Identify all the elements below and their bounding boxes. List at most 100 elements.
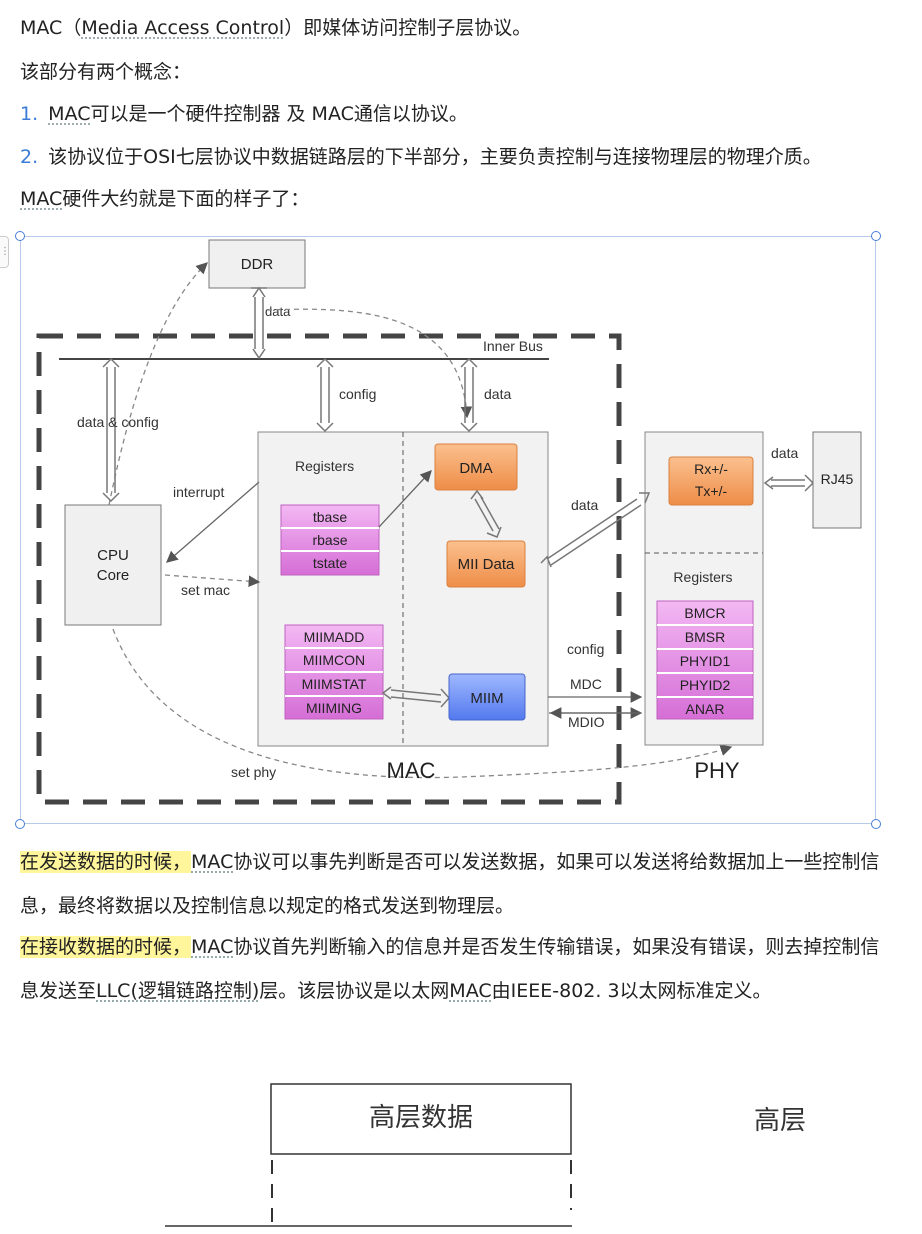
- dma-label: DMA: [459, 460, 492, 477]
- intro-text: MAC（: [20, 17, 82, 39]
- highlight-receive: 在接收数据的时候，: [20, 936, 192, 958]
- intro-line-5: MAC硬件大约就是下面的样子了：: [20, 185, 309, 213]
- reg-miiming: MIIMING: [306, 700, 362, 716]
- cpu-label-2: Core: [97, 567, 130, 584]
- llc-term-link[interactable]: LLC(逻辑链路控制): [96, 980, 260, 1002]
- mdc-label: MDC: [570, 676, 602, 692]
- rj45-data-label: data: [771, 445, 798, 461]
- higher-data-label: 高层数据: [369, 1103, 473, 1133]
- cpu-ddr-dashed: [108, 262, 208, 506]
- mac-term-link[interactable]: MAC: [449, 980, 492, 1002]
- rx-label: Rx+/-: [694, 461, 728, 477]
- reg-dma-arrow: [378, 470, 432, 528]
- cpu-core-box: [64, 504, 162, 626]
- interrupt-label: interrupt: [173, 484, 224, 500]
- reg-tbase: tbase: [313, 509, 347, 525]
- mac-diagram: Inner Bus DDR data data & config config …: [36, 239, 862, 805]
- reg-miimcon: MIIMCON: [303, 652, 365, 668]
- config-arrow: [316, 357, 334, 433]
- paragraph-text: 由IEEE-802. 3以太网标准定义。: [491, 980, 772, 1002]
- layer-diagram: 高层数据 高层: [165, 1083, 806, 1230]
- cpu-bus-arrow: [102, 357, 120, 503]
- resize-handle-bottom-left[interactable]: [15, 819, 25, 829]
- rj45-label: RJ45: [821, 471, 854, 487]
- miim-box: [448, 673, 526, 721]
- mac-registers-title: Registers: [295, 458, 354, 474]
- mii-phy-arrow: [540, 492, 651, 568]
- list-text: 该协议位于OSI七层协议中数据链路层的下半部分，主要负责控制与连接物理层的物理介…: [48, 146, 822, 168]
- phy-big-label: PHY: [694, 758, 740, 783]
- mac-outer-box: [36, 333, 622, 805]
- mac-term-link[interactable]: MAC: [20, 188, 63, 210]
- higher-data-box: [270, 1083, 572, 1155]
- reg-phyid2: PHYID2: [680, 677, 731, 693]
- mac-term-link[interactable]: MAC: [48, 103, 91, 125]
- reg-bmcr: BMCR: [684, 605, 725, 621]
- intro-text: ）即媒体访问控制子层协议。: [284, 17, 532, 39]
- higher-layer-label: 高层: [754, 1106, 806, 1136]
- list-text: 可以是一个硬件控制器 及 MAC通信以协议。: [90, 103, 468, 125]
- reg-miimadd: MIIMADD: [304, 629, 365, 645]
- ddr-data-label: data: [265, 304, 291, 319]
- ddr-label: DDR: [241, 256, 274, 273]
- dma-mii-arrow: [470, 489, 502, 538]
- mac-diagram-figure[interactable]: Inner Bus DDR data data & config config …: [15, 231, 881, 829]
- paragraph-receive: 在接收数据的时候，MAC协议首先判断输入的信息并是否发生传输错误，如果没有错误，…: [20, 925, 890, 1013]
- drag-handle-icon[interactable]: ⋮: [0, 236, 10, 268]
- set-phy-dashed: [112, 628, 733, 779]
- interrupt-arrow: [166, 481, 260, 563]
- rxtx-box: [668, 456, 754, 506]
- ddr-bus-arrow: [251, 286, 267, 360]
- resize-handle-top-left[interactable]: [15, 231, 25, 241]
- mac-term-link[interactable]: MAC: [191, 851, 234, 873]
- set-mac-dashed: [164, 574, 261, 588]
- reg-miimstat: MIIMSTAT: [302, 676, 367, 692]
- list-number: 2.: [20, 146, 39, 168]
- mac-term-link[interactable]: Media Access Control: [81, 17, 285, 39]
- list-item-1: 1. MAC可以是一个硬件控制器 及 MAC通信以协议。: [20, 100, 468, 128]
- phy-reg-stack: [656, 600, 754, 720]
- paragraph-text: 协议可以事先判断是否可以发送数据，如果可以发送将给数据加上一些控制信息，最终将数…: [20, 851, 880, 917]
- tx-label: Tx+/-: [695, 483, 728, 499]
- list-item-2: 2. 该协议位于OSI七层协议中数据链路层的下半部分，主要负责控制与连接物理层的物…: [20, 143, 822, 171]
- resize-handle-top-right[interactable]: [871, 231, 881, 241]
- cpu-label-1: CPU: [97, 547, 129, 564]
- miim-label: MIIM: [470, 690, 503, 707]
- paragraph-send: 在发送数据的时候，MAC协议可以事先判断是否可以发送数据，如果可以发送将给数据加…: [20, 840, 890, 928]
- intro-line-1: MAC（Media Access Control）即媒体访问控制子层协议。: [20, 14, 531, 42]
- phy-registers-title: Registers: [673, 569, 732, 585]
- paragraph-text: 协议首先判断输入的信息并是否发生传输错误，如果没有错误，则去掉控制信息发送至: [20, 936, 880, 1002]
- layer-figure: 高层数据 高层: [0, 1060, 922, 1230]
- data-config-label: data & config: [77, 414, 159, 430]
- mdio-label: MDIO: [568, 714, 605, 730]
- rj45-box: [812, 431, 862, 529]
- miim-reg-arrow: [381, 686, 451, 708]
- reg-rbase: rbase: [312, 532, 347, 548]
- reg-stack-1: [280, 504, 380, 576]
- dma-data-label: data: [484, 386, 511, 402]
- resize-handle-bottom-right[interactable]: [871, 819, 881, 829]
- dma-data-arrow: [460, 357, 478, 433]
- set-mac-label: set mac: [181, 582, 230, 598]
- set-phy-label: set phy: [231, 764, 276, 780]
- highlight-send: 在发送数据的时候，: [20, 851, 192, 873]
- ddr-box: [208, 239, 306, 289]
- phy-config-label: config: [567, 641, 604, 657]
- ddr-dma-dashed: [266, 308, 473, 419]
- config-label: config: [339, 386, 376, 402]
- reg-phyid1: PHYID1: [680, 653, 731, 669]
- mii-data-label: MII Data: [458, 556, 515, 573]
- mac-big-label: MAC: [387, 758, 436, 783]
- mac-term-link[interactable]: MAC: [191, 936, 234, 958]
- reg-tstate: tstate: [313, 555, 347, 571]
- inner-bus-label: Inner Bus: [483, 338, 543, 354]
- mii-data-box: [446, 540, 526, 588]
- reg-bmsr: BMSR: [685, 629, 725, 645]
- rj45-arrow: [763, 474, 815, 492]
- phy-data-label: data: [571, 497, 598, 513]
- paragraph-text: 层。该层协议是以太网: [259, 980, 450, 1002]
- intro-text: 硬件大约就是下面的样子了：: [62, 188, 310, 210]
- dma-box: [434, 443, 518, 491]
- reg-anar: ANAR: [686, 701, 725, 717]
- list-number: 1.: [20, 103, 39, 125]
